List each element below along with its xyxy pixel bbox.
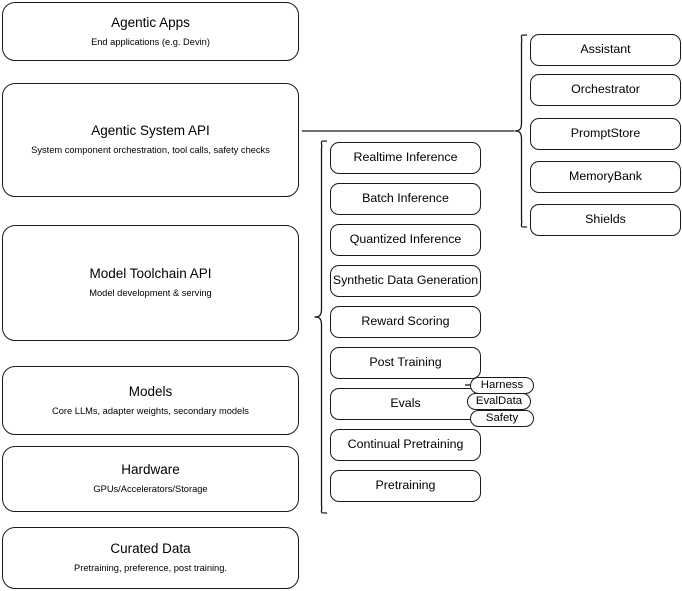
capability-label: Synthetic Data Generation: [332, 273, 479, 288]
eval-tag-label: Harness: [480, 378, 524, 391]
capability-evals[interactable]: Evals: [330, 388, 481, 420]
layer-subtitle: GPUs/Accelerators/Storage: [93, 484, 208, 495]
layer-subtitle: End applications (e.g. Devin): [91, 36, 210, 47]
capability-label: Post Training: [369, 355, 442, 370]
component-label: PromptStore: [570, 126, 641, 141]
layer-title: Agentic System API: [91, 123, 210, 139]
component-memorybank[interactable]: MemoryBank: [530, 161, 681, 193]
component-assistant[interactable]: Assistant: [530, 34, 681, 66]
component-shields[interactable]: Shields: [530, 204, 681, 236]
eval-tag-label: EvalData: [475, 394, 523, 407]
layer-curated-data[interactable]: Curated Data Pretraining, preference, po…: [2, 527, 299, 589]
component-promptstore[interactable]: PromptStore: [530, 118, 681, 150]
component-orchestrator[interactable]: Orchestrator: [530, 74, 681, 106]
layer-subtitle: Core LLMs, adapter weights, secondary mo…: [52, 405, 249, 416]
capability-label: Quantized Inference: [349, 232, 462, 247]
layer-model-toolchain-api[interactable]: Model Toolchain API Model development & …: [2, 225, 299, 341]
layer-models[interactable]: Models Core LLMs, adapter weights, secon…: [2, 366, 299, 435]
layer-title: Curated Data: [110, 541, 191, 557]
layer-agentic-apps[interactable]: Agentic Apps End applications (e.g. Devi…: [2, 2, 299, 61]
eval-tag-harness[interactable]: Harness: [470, 377, 534, 394]
capability-realtime-inference[interactable]: Realtime Inference: [330, 142, 481, 174]
layer-title: Model Toolchain API: [89, 266, 212, 282]
middle-bracket: [314, 140, 328, 514]
capability-quantized-inference[interactable]: Quantized Inference: [330, 224, 481, 256]
layer-title: Hardware: [121, 462, 180, 478]
eval-tag-label: Safety: [485, 411, 519, 424]
eval-tag-evaldata[interactable]: EvalData: [467, 393, 531, 410]
capability-label: Continual Pretraining: [347, 437, 464, 452]
capability-label: Batch Inference: [362, 191, 449, 206]
component-label: Orchestrator: [571, 82, 640, 97]
component-label: MemoryBank: [569, 169, 642, 184]
layer-subtitle: System component orchestration, tool cal…: [31, 145, 270, 156]
capability-pretraining[interactable]: Pretraining: [330, 470, 481, 502]
layer-subtitle: Pretraining, preference, post training.: [74, 563, 227, 574]
eval-tag-safety[interactable]: Safety: [470, 410, 534, 427]
layer-subtitle: Model development & serving: [89, 288, 212, 299]
capability-post-training[interactable]: Post Training: [330, 347, 481, 379]
capability-label: Realtime Inference: [353, 150, 458, 165]
right-bracket: [514, 34, 528, 228]
component-label: Shields: [585, 212, 626, 227]
layer-hardware[interactable]: Hardware GPUs/Accelerators/Storage: [2, 446, 299, 512]
capability-label: Evals: [390, 396, 421, 411]
layer-title: Models: [128, 383, 173, 399]
capability-batch-inference[interactable]: Batch Inference: [330, 183, 481, 215]
capability-synthetic-data-generation[interactable]: Synthetic Data Generation: [330, 265, 481, 297]
capability-label: Pretraining: [375, 478, 436, 493]
layer-agentic-system-api[interactable]: Agentic System API System component orch…: [2, 83, 299, 197]
component-label: Assistant: [580, 42, 631, 57]
capability-reward-scoring[interactable]: Reward Scoring: [330, 306, 481, 338]
layer-title: Agentic Apps: [111, 14, 190, 30]
capability-continual-pretraining[interactable]: Continual Pretraining: [330, 429, 481, 461]
capability-label: Reward Scoring: [361, 314, 450, 329]
